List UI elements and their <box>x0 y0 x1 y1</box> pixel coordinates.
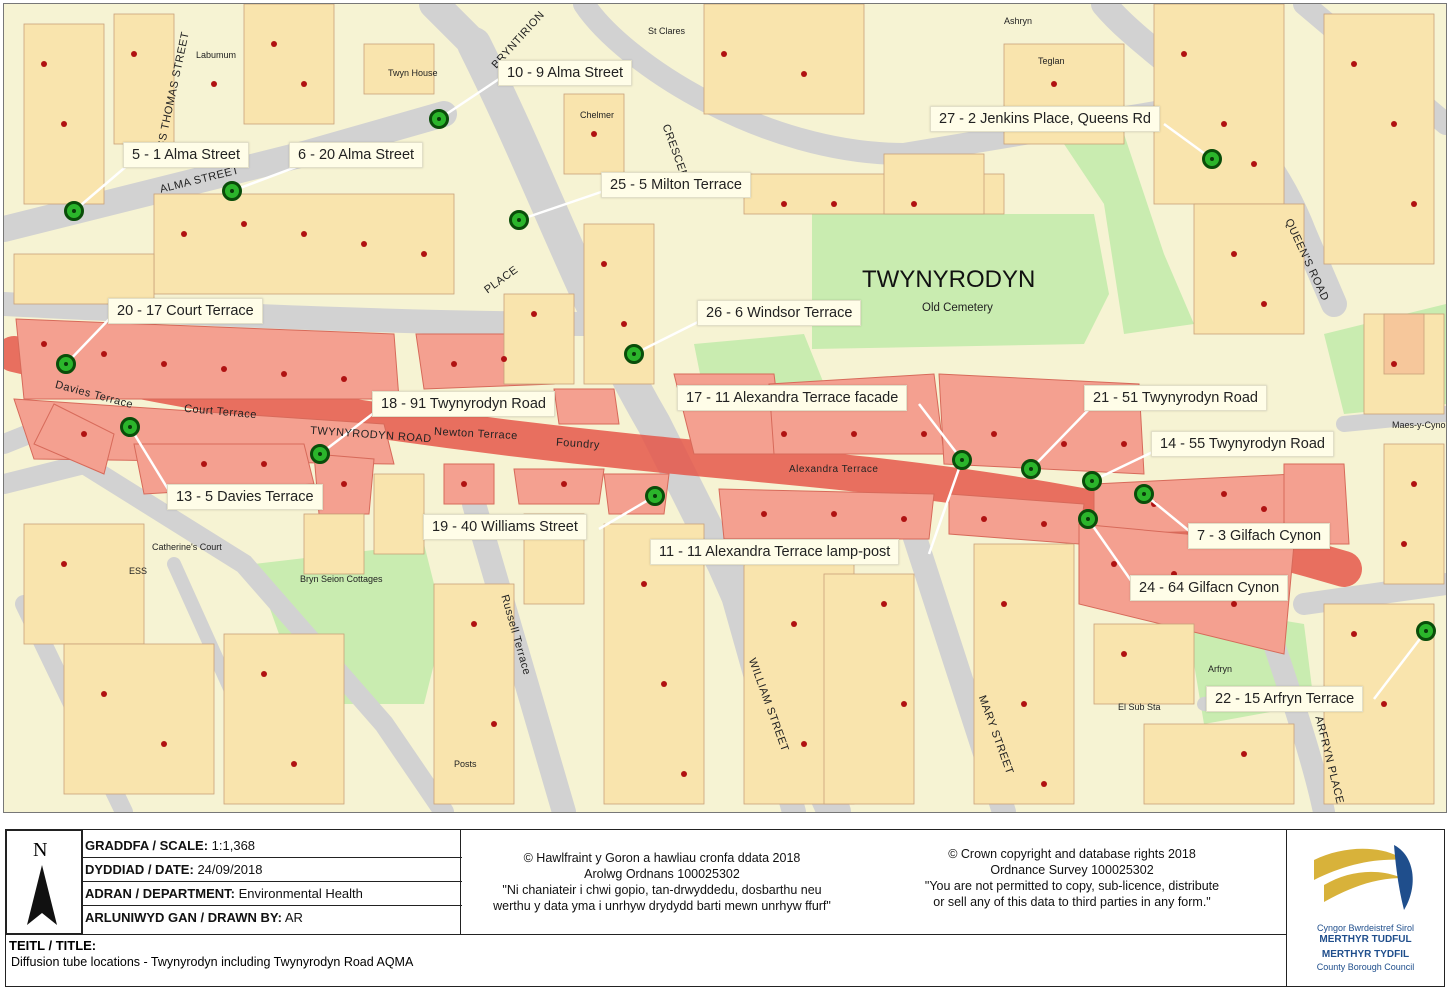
callout-label: 22 - 15 Arfryn Terrace <box>1206 686 1364 712</box>
callout-label: 10 - 9 Alma Street <box>498 60 633 86</box>
drawn-by-label: ARLUNIWYD GAN / DRAWN BY: <box>85 910 282 925</box>
callout-label: 25 - 5 Milton Terrace <box>601 172 751 198</box>
council-crest-icon <box>1314 845 1413 910</box>
map-label: Posts <box>454 759 477 769</box>
department-value: Environmental Health <box>238 886 363 901</box>
diffusion-tube-marker[interactable] <box>429 109 449 129</box>
council-name: Cyngor Bwrdeistref Sirol MERTHYR TUDFUL … <box>1288 922 1443 973</box>
callout-label: 24 - 64 Gilfacn Cynon <box>1130 575 1289 601</box>
drawn-by-value: AR <box>284 910 303 925</box>
divider <box>82 830 83 934</box>
english-copyright-line: "You are not permitted to copy, sub-lice… <box>924 879 1220 893</box>
department-row: ADRAN / DEPARTMENT: Environmental Health <box>82 882 462 906</box>
diffusion-tube-marker[interactable] <box>222 181 242 201</box>
callout-label: 13 - 5 Davies Terrace <box>167 484 323 510</box>
map-label: ESS <box>129 566 148 576</box>
council-name-line: County Borough Council <box>1316 962 1415 972</box>
diffusion-tube-marker[interactable] <box>120 417 140 437</box>
diffusion-tube-marker[interactable] <box>1134 484 1154 504</box>
diffusion-tube-marker[interactable] <box>64 201 84 221</box>
diffusion-tube-marker[interactable] <box>1416 621 1436 641</box>
scale-row: GRADDFA / SCALE: 1:1,368 <box>82 834 462 858</box>
welsh-copyright-line: "Ni chaniateir i chwi gopio, tan-drwydde… <box>502 883 822 897</box>
callout-label: 21 - 51 Twynyrodyn Road <box>1084 385 1267 411</box>
english-copyright-line: or sell any of this data to third partie… <box>933 895 1211 909</box>
drawn-by-row: ARLUNIWYD GAN / DRAWN BY: AR <box>82 906 462 930</box>
welsh-copyright-line: © Hawlfraint y Goron a hawliau cronfa dd… <box>523 851 801 865</box>
date-row: DYDDIAD / DATE: 24/09/2018 <box>82 858 462 882</box>
diffusion-tube-marker[interactable] <box>952 450 972 470</box>
map-label: Catherine's Court <box>152 542 222 552</box>
council-name-line: Cyngor Bwrdeistref Sirol <box>1316 923 1415 933</box>
scale-value: 1:1,368 <box>211 838 256 853</box>
scale-label: GRADDFA / SCALE: <box>85 838 209 853</box>
callout-label: 6 - 20 Alma Street <box>289 142 424 168</box>
north-arrow-icon <box>27 865 57 925</box>
map-footer: N GRADDFA / SCALE: 1:1,368 DYDDIAD / DAT… <box>5 829 1445 987</box>
divider <box>1286 830 1287 986</box>
department-label: ADRAN / DEPARTMENT: <box>85 886 235 901</box>
map-label: El Sub Sta <box>1118 702 1161 712</box>
map-label: Ashryn <box>1004 16 1033 26</box>
map-label: Arfryn <box>1208 664 1233 674</box>
english-copyright-line: Ordnance Survey 100025302 <box>990 863 1154 877</box>
map-label: Twyn House <box>388 68 438 78</box>
callout-label: 19 - 40 Williams Street <box>423 514 587 540</box>
callout-label: 7 - 3 Gilfach Cynon <box>1188 523 1331 549</box>
council-logo: Cyngor Bwrdeistref Sirol MERTHYR TUDFUL … <box>1288 830 1443 986</box>
callout-label: 5 - 1 Alma Street <box>123 142 249 168</box>
street-label: Alexandra Terrace <box>789 464 879 475</box>
map-label: St Clares <box>648 26 686 36</box>
welsh-copyright-line: Arolwg Ordnans 100025302 <box>584 867 740 881</box>
council-name-line: MERTHYR TUDFUL <box>1319 934 1412 945</box>
diffusion-tube-marker[interactable] <box>1202 149 1222 169</box>
welsh-copyright-line: werthu y data yma i unrhyw drydydd barti… <box>493 899 831 913</box>
map-label: Teglan <box>1038 56 1065 66</box>
council-name-line: MERTHYR TYDFIL <box>1321 949 1410 960</box>
diffusion-tube-marker[interactable] <box>1078 509 1098 529</box>
old-cemetery-label: Old Cemetery <box>922 302 993 314</box>
divider <box>6 934 1286 935</box>
map-label: Maes-y-Cynon <box>1392 420 1447 430</box>
english-copyright-line: © Crown copyright and database rights 20… <box>948 847 1196 861</box>
place-name-label: TWYNYRODYN <box>862 266 1036 293</box>
diffusion-tube-marker[interactable] <box>56 354 76 374</box>
callout-label: 17 - 11 Alexandra Terrace facade <box>677 385 908 411</box>
callout-label: 20 - 17 Court Terrace <box>108 298 263 324</box>
diffusion-tube-marker[interactable] <box>1021 459 1041 479</box>
diffusion-tube-marker[interactable] <box>1082 471 1102 491</box>
divider <box>460 830 461 934</box>
title-label: TEITL / TITLE: <box>9 938 97 953</box>
map-label: Labumum <box>196 50 237 60</box>
callout-label: 18 - 91 Twynyrodyn Road <box>372 391 555 417</box>
english-copyright: © Crown copyright and database rights 20… <box>872 846 1272 910</box>
diffusion-tube-marker[interactable] <box>624 344 644 364</box>
north-arrow-cell: N <box>6 830 82 934</box>
diffusion-tube-marker[interactable] <box>509 210 529 230</box>
map-label: Bryn Seion Cottages <box>300 574 383 584</box>
welsh-copyright: © Hawlfraint y Goron a hawliau cronfa dd… <box>462 850 862 914</box>
map-title: Diffusion tube locations - Twynyrodyn in… <box>11 955 414 969</box>
north-label: N <box>33 839 48 861</box>
map-label: Chelmer <box>580 110 615 120</box>
callout-label: 14 - 55 Twynyrodyn Road <box>1151 431 1334 457</box>
diffusion-tube-marker[interactable] <box>310 444 330 464</box>
date-value: 24/09/2018 <box>197 862 263 877</box>
date-label: DYDDIAD / DATE: <box>85 862 194 877</box>
map-view[interactable]: TWYNYRODYN Old Cemetery ALMA STREET SS T… <box>3 3 1447 813</box>
callout-label: 11 - 11 Alexandra Terrace lamp-post <box>650 539 900 565</box>
callout-label: 27 - 2 Jenkins Place, Queens Rd <box>930 106 1160 132</box>
callout-label: 26 - 6 Windsor Terrace <box>697 300 862 326</box>
diffusion-tube-marker[interactable] <box>645 486 665 506</box>
